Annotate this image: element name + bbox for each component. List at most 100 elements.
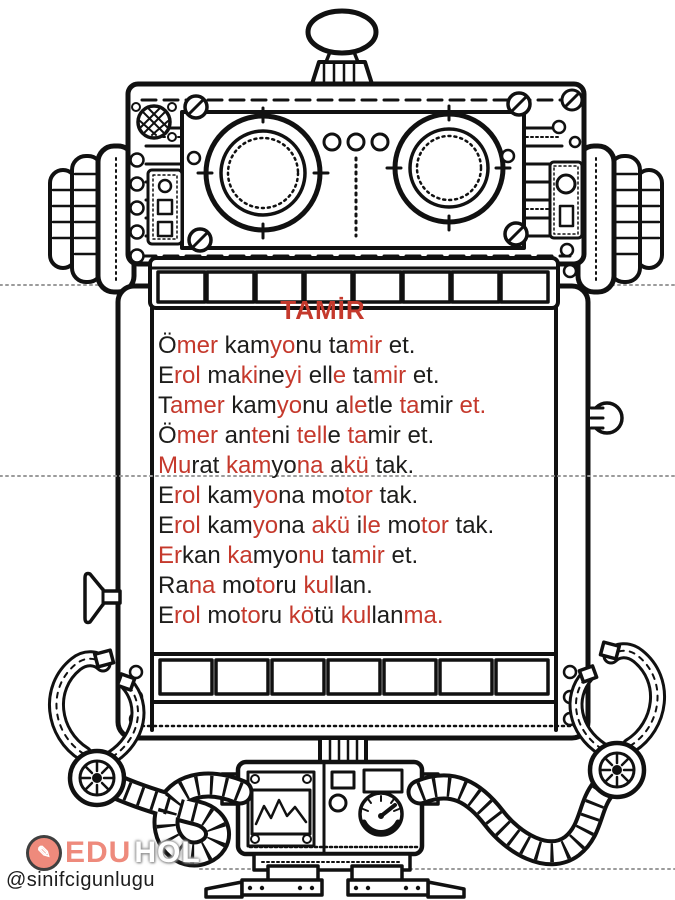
text-segment: nu bbox=[298, 542, 325, 569]
eduhol-logo: ✎ EDU HOL bbox=[26, 835, 201, 871]
text-segment: ni bbox=[271, 422, 297, 449]
text-segment: lan bbox=[371, 602, 404, 629]
text-segment: tor bbox=[420, 512, 449, 539]
speaker-grille-icon bbox=[131, 102, 177, 142]
right-claw bbox=[568, 640, 666, 757]
waveform-screen bbox=[250, 788, 312, 836]
control-panel bbox=[220, 736, 440, 872]
text-segment: yi bbox=[284, 362, 303, 389]
text-segment: mir bbox=[372, 362, 407, 389]
text-segment: myo bbox=[252, 542, 299, 569]
text-segment: mir bbox=[348, 332, 383, 359]
text-segment: kam bbox=[226, 452, 272, 479]
text-segment: rat bbox=[191, 452, 227, 479]
text-segment: E bbox=[158, 512, 175, 539]
text-segment: E bbox=[158, 362, 175, 389]
text-segment: E bbox=[158, 602, 175, 629]
text-segment: na bbox=[188, 572, 216, 599]
worksheet-text: TAMİR Ömer kamyonu tamir et.Erol makiney… bbox=[158, 294, 556, 631]
robot-feet bbox=[204, 864, 466, 899]
text-segment: yo bbox=[271, 452, 297, 479]
text-line: Rana motoru kullan. bbox=[158, 571, 556, 601]
left-ear bbox=[48, 143, 137, 295]
text-segment: amer bbox=[170, 392, 225, 419]
text-segment: ka bbox=[227, 542, 253, 569]
text-segment: T bbox=[158, 392, 170, 419]
gauge-icon bbox=[358, 791, 404, 837]
head-left-panel bbox=[146, 168, 184, 246]
text-segment: ru bbox=[260, 602, 289, 629]
text-segment: Ö bbox=[158, 422, 177, 449]
text-line: Ömer anteni telle tamir et. bbox=[158, 421, 556, 451]
text-segment: le bbox=[362, 512, 381, 539]
screw-icon bbox=[183, 91, 532, 253]
text-segment: na bbox=[296, 452, 331, 479]
text-line: Tamer kamyonu aletle tamir et. bbox=[158, 391, 556, 421]
text-segment: ta bbox=[346, 362, 373, 389]
text-segment: a bbox=[330, 452, 344, 479]
logo-text-primary: EDU bbox=[65, 836, 132, 869]
text-segment: kam bbox=[200, 512, 253, 539]
social-handle: @sinifcigunlugu bbox=[6, 869, 155, 891]
text-line: Erol kamyona akü ile motor tak. bbox=[158, 511, 556, 541]
text-line: Erol kamyona motor tak. bbox=[158, 481, 556, 511]
text-segment: to bbox=[255, 572, 276, 599]
text-segment: E bbox=[158, 482, 175, 509]
text-segment: Mu bbox=[158, 452, 192, 479]
text-segment: ta bbox=[347, 422, 368, 449]
text-segment: i bbox=[350, 512, 363, 539]
text-segment: ru bbox=[275, 572, 304, 599]
text-segment: kam bbox=[224, 392, 277, 419]
text-segment: rol bbox=[174, 362, 201, 389]
left-eye bbox=[196, 106, 330, 240]
left-claw bbox=[48, 648, 146, 765]
text-segment: kö bbox=[288, 602, 315, 629]
right-ear bbox=[575, 143, 664, 295]
text-segment: et. bbox=[406, 362, 440, 389]
text-segment: et. bbox=[459, 392, 487, 419]
text-segment: tor bbox=[344, 482, 373, 509]
text-segment: yo bbox=[276, 392, 303, 419]
text-segment: nu ta bbox=[295, 332, 349, 359]
text-segment: lan. bbox=[334, 572, 373, 599]
text-segment: mir bbox=[351, 542, 385, 569]
text-segment: et. bbox=[384, 542, 419, 569]
text-segment: an bbox=[218, 422, 252, 449]
page-title: TAMİR bbox=[280, 295, 366, 325]
left-arm-hose bbox=[85, 765, 254, 868]
text-segment: kan bbox=[182, 542, 228, 569]
text-segment: ta bbox=[399, 392, 420, 419]
text-segment: mo bbox=[200, 602, 241, 629]
side-clip bbox=[589, 401, 624, 435]
text-segment: mer bbox=[176, 422, 219, 449]
text-line: Ömer kamyonu tamir et. bbox=[158, 331, 556, 361]
text-segment: rol bbox=[174, 482, 201, 509]
text-segment: tak. bbox=[448, 512, 495, 539]
text-segment: rol bbox=[174, 512, 201, 539]
trumpet-horn bbox=[83, 571, 122, 625]
text-segment: ta bbox=[324, 542, 352, 569]
pencil-circle-icon: ✎ bbox=[26, 835, 62, 871]
text-segment: ma. bbox=[403, 602, 444, 629]
text-line: Murat kamyona akü tak. bbox=[158, 451, 556, 481]
robot-head bbox=[125, 81, 587, 279]
text-segment: rol bbox=[174, 602, 201, 629]
right-arm-hose bbox=[406, 757, 632, 867]
text-segment: te bbox=[251, 422, 272, 449]
mouth-band bbox=[148, 256, 560, 310]
text-segment: mir et. bbox=[367, 422, 435, 449]
text-segment: e bbox=[332, 362, 347, 389]
text-segment: ne bbox=[258, 362, 285, 389]
board-lines: Ömer kamyonu tamir et.Erol makineyi elle… bbox=[158, 331, 556, 631]
text-segment: kam bbox=[200, 482, 253, 509]
text-segment: Ra bbox=[158, 572, 189, 599]
text-segment: yo bbox=[252, 512, 279, 539]
text-segment: kul bbox=[340, 602, 372, 629]
text-segment: mer bbox=[176, 332, 219, 359]
text-segment: na bbox=[278, 512, 312, 539]
text-segment: kul bbox=[303, 572, 335, 599]
antenna bbox=[305, 8, 379, 86]
text-segment: mir bbox=[419, 392, 460, 419]
